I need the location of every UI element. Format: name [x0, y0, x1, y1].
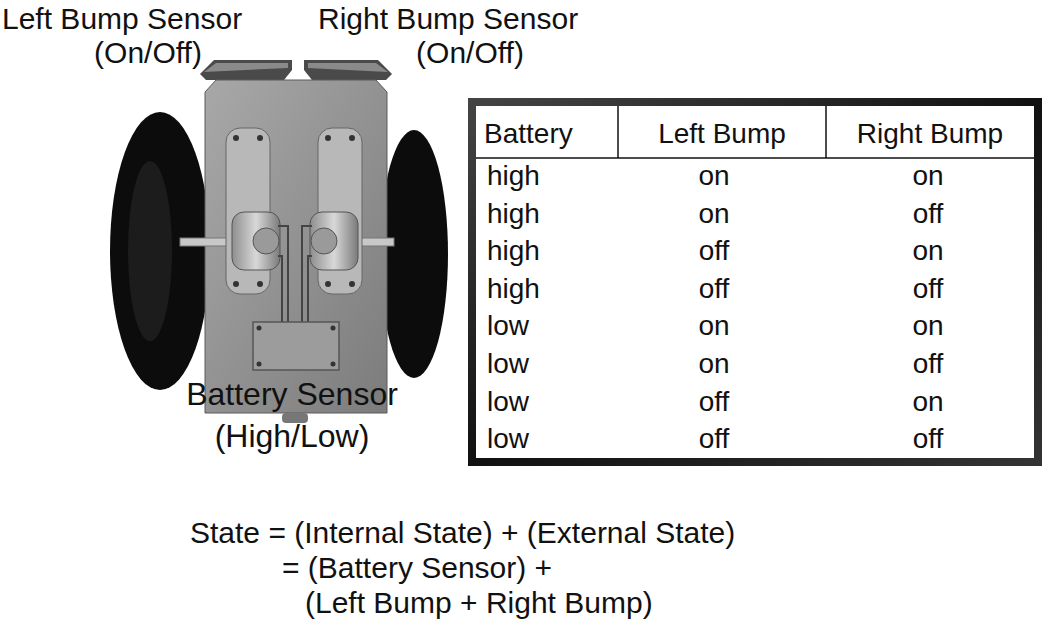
table-cell: high: [487, 235, 540, 267]
table-cell: low: [487, 310, 529, 342]
table-header-rule: [476, 157, 1034, 159]
sensor-label: Left Bump Sensor: [2, 2, 242, 37]
equation-line: (Left Bump + Right Bump): [305, 586, 653, 621]
right-motor: [310, 212, 358, 270]
battery-screws: [257, 326, 336, 367]
sensor-label: Right Bump Sensor: [318, 2, 578, 37]
table-cell: on: [698, 348, 729, 380]
table-cell: low: [487, 386, 529, 418]
table-cell: off: [699, 386, 730, 418]
table-header: Battery: [484, 118, 573, 150]
right-bumper: [304, 60, 392, 80]
table-cell: high: [487, 273, 540, 305]
motor-shaft: [311, 228, 337, 254]
screw: [331, 326, 336, 331]
table-cell: off: [913, 348, 944, 380]
table-cell: low: [487, 348, 529, 380]
wire: [302, 226, 312, 322]
robot-body: [205, 80, 387, 413]
screw: [257, 135, 263, 141]
screw: [233, 281, 239, 287]
wheel-hub: [128, 161, 172, 341]
table-cell: off: [913, 273, 944, 305]
table-header: Left Bump: [658, 118, 786, 150]
table-cell: on: [912, 386, 943, 418]
table-column-rule: [825, 106, 827, 158]
screw: [257, 281, 263, 287]
screw: [257, 326, 262, 331]
motor-shaft: [253, 228, 279, 254]
screw: [331, 362, 336, 367]
table-header: Right Bump: [857, 118, 1003, 150]
sensor-label: (High/Low): [215, 418, 370, 455]
table-cell: off: [699, 423, 730, 455]
screw: [349, 135, 355, 141]
table-cell: high: [487, 198, 540, 230]
table-cell: on: [912, 310, 943, 342]
sensor-label: Battery Sensor: [186, 376, 398, 413]
left-motor: [232, 212, 280, 270]
screw: [325, 281, 331, 287]
table-cell: low: [487, 423, 529, 455]
screw: [233, 135, 239, 141]
table-cell: on: [912, 235, 943, 267]
table-cell: off: [699, 235, 730, 267]
table-cell: on: [912, 160, 943, 192]
right-wheel: [380, 130, 448, 378]
screw: [325, 135, 331, 141]
table-column-rule: [617, 106, 619, 158]
equation-line: = (Battery Sensor) +: [282, 551, 552, 586]
sensor-label: (On/Off): [94, 36, 202, 71]
battery-box: [253, 322, 339, 370]
bumper-highlight: [308, 63, 388, 72]
table-cell: off: [913, 198, 944, 230]
table-cell: on: [698, 310, 729, 342]
table-cell: on: [698, 160, 729, 192]
bumper-highlight: [204, 63, 288, 72]
table-cell: off: [913, 423, 944, 455]
sensor-label: (On/Off): [416, 36, 524, 71]
table-frame: [472, 102, 1038, 462]
equation-line: State = (Internal State) + (External Sta…: [190, 516, 735, 551]
table-cell: high: [487, 160, 540, 192]
wire: [278, 256, 282, 322]
left-wheel: [110, 112, 210, 390]
table-cell: on: [698, 198, 729, 230]
screw: [257, 362, 262, 367]
wire: [308, 256, 312, 322]
screw: [349, 281, 355, 287]
wire: [278, 226, 288, 322]
screw-dots: [233, 135, 355, 287]
left-bumper: [200, 60, 292, 80]
wires: [278, 226, 312, 322]
table-cell: off: [699, 273, 730, 305]
